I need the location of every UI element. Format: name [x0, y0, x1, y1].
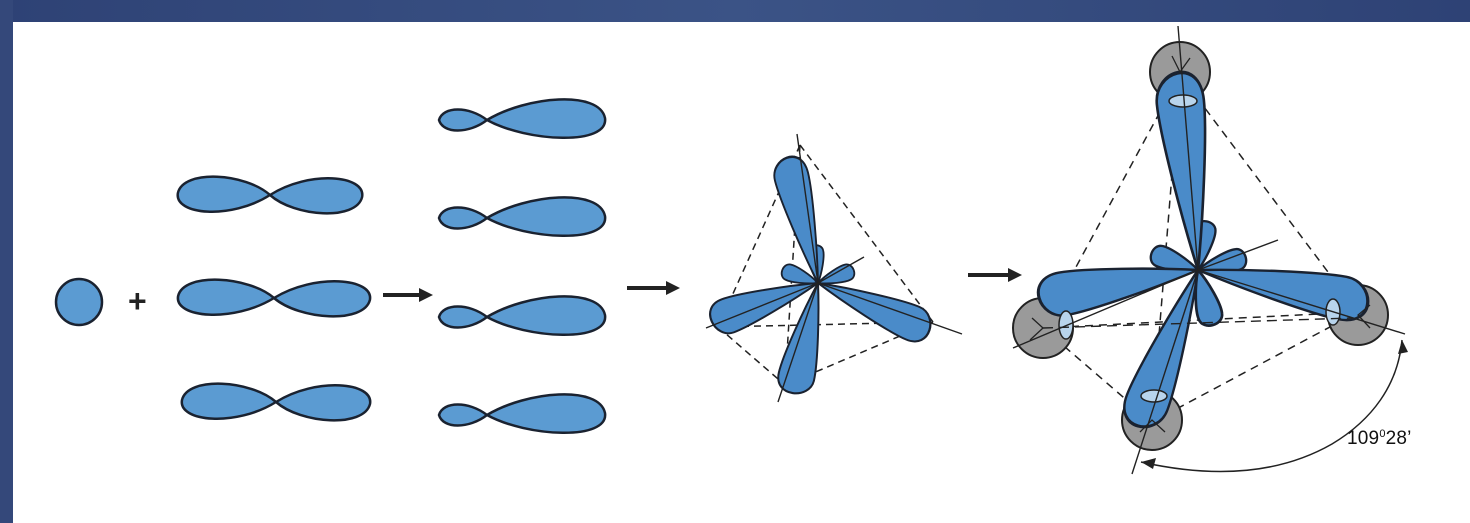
arrow-1: [383, 288, 433, 302]
arrow-2: [627, 281, 680, 295]
tetrahedral-hybrid-set: [704, 133, 963, 403]
angle-minutes: 28’: [1385, 428, 1412, 449]
slide-frame-left: [0, 0, 13, 523]
bond-angle-arc: [1140, 339, 1408, 473]
p-orbital-x: [176, 175, 364, 215]
s-orbital: [54, 277, 104, 327]
plus-sign: +: [128, 283, 147, 319]
sp3-orbital-4: [437, 393, 607, 435]
sp3-orbital-3: [437, 295, 607, 337]
p-orbital-y: [176, 278, 372, 318]
p-orbital-z: [180, 382, 372, 422]
angle-degrees: 109: [1347, 428, 1380, 449]
sp3-orbital-2: [437, 196, 607, 238]
angle-degree-mark: 0: [1379, 428, 1386, 440]
sp3-orbital-1: [437, 98, 607, 140]
tetrahedral-molecule: [1012, 25, 1406, 475]
bond-angle-label: 109028’: [1347, 428, 1412, 450]
slide-frame-top: [0, 0, 1470, 22]
arrow-3: [968, 268, 1022, 282]
